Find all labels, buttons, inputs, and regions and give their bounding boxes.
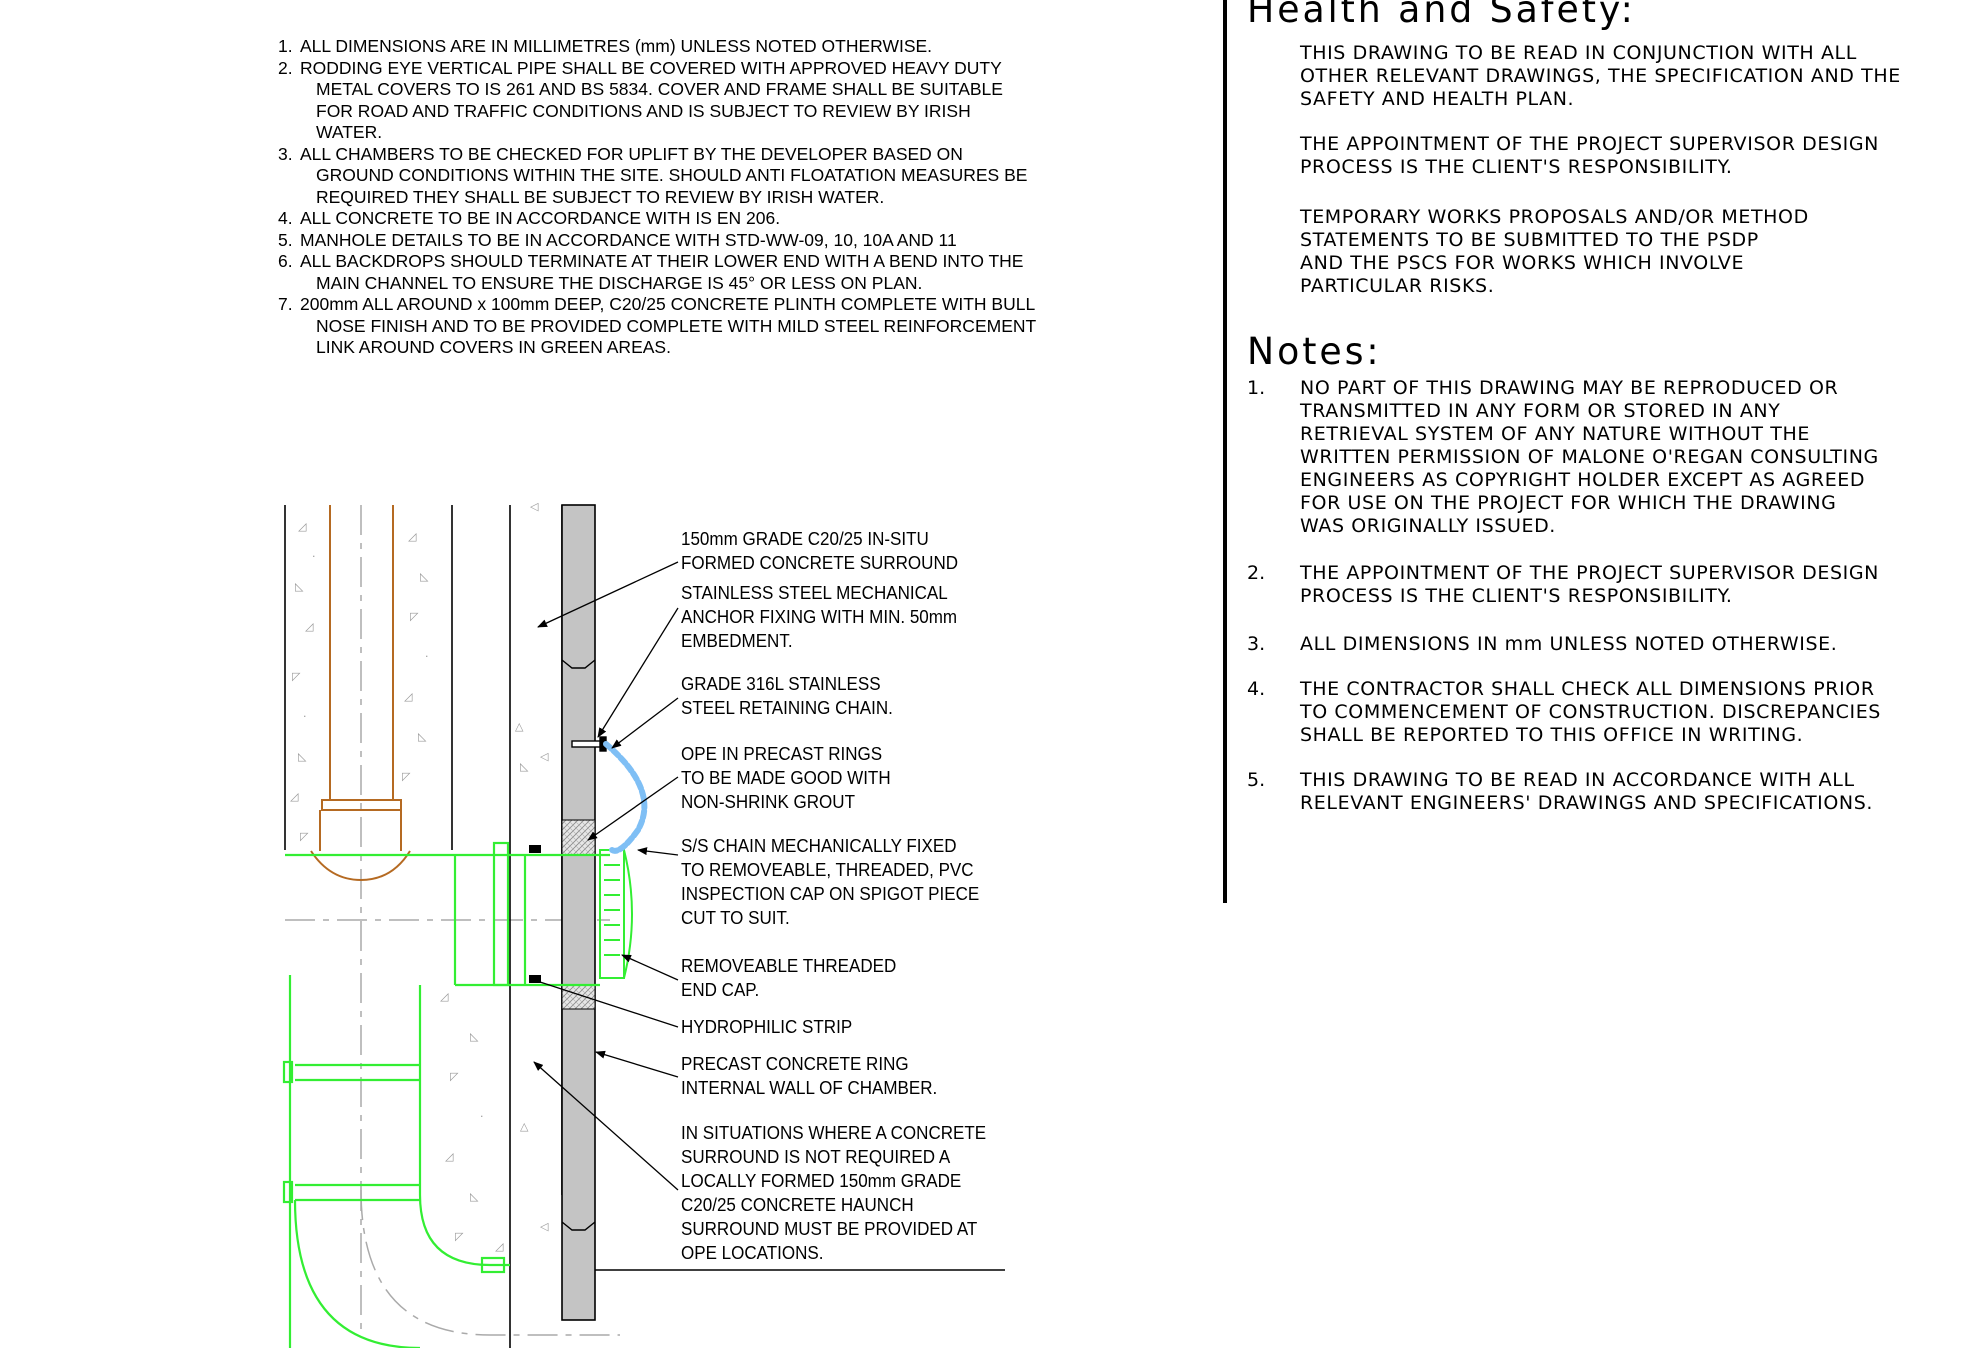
general-note-7: 7. 200mm ALL AROUND x 100mm DEEP, C20/25 … (278, 294, 1038, 359)
precast-ring-wall (561, 504, 596, 1321)
svg-text:◸: ◸ (455, 1230, 464, 1243)
panel-divider (1223, 0, 1227, 903)
svg-text:◸: ◸ (410, 610, 419, 623)
svg-text:◺: ◺ (470, 1190, 479, 1203)
note-number: 3. (1247, 633, 1266, 655)
svg-text:◺: ◺ (418, 730, 427, 743)
svg-text:△: △ (515, 720, 524, 733)
general-note-number: 5. (278, 229, 293, 250)
svg-text:◿: ◿ (408, 530, 417, 543)
spigot-pipework (282, 841, 610, 1348)
general-note-text: ALL CONCRETE TO BE IN ACCORDANCE WITH IS… (300, 208, 781, 228)
svg-text:◿: ◿ (404, 690, 413, 703)
callout-chain-fixed-cap: S/S CHAIN MECHANICALLY FIXED TO REMOVEAB… (681, 835, 980, 928)
general-note-number: 1. (278, 36, 293, 56)
general-note-3: 3. ALL CHAMBERS TO BE CHECKED FOR UPLIFT … (278, 144, 1038, 209)
callout-concrete-surround: 150mm GRADE C20/25 IN-SITU FORMED CONCRE… (681, 528, 959, 573)
note-text: THE CONTRACTOR SHALL CHECK ALL DIMENSION… (1300, 678, 1881, 746)
svg-text:◁: ◁ (540, 1220, 549, 1233)
note-number: 2. (1247, 562, 1266, 584)
retaining-chain (603, 741, 648, 854)
health-safety-para-1: THIS DRAWING TO BE READ IN CONJUNCTION W… (1300, 42, 1901, 110)
general-notes: 1. ALL DIMENSIONS ARE IN MILLIMETRES (mm)… (278, 36, 1038, 359)
general-note-5: 5. MANHOLE DETAILS TO BE IN ACCORDANCE WI… (278, 230, 1038, 252)
health-safety-heading: Health and Safety: (1247, 0, 1636, 31)
general-note-2: 2. RODDING EYE VERTICAL PIPE SHALL BE COV… (278, 58, 1038, 144)
svg-text:◺: ◺ (295, 580, 304, 593)
svg-text:◿: ◿ (440, 990, 449, 1003)
svg-text:◺: ◺ (470, 1030, 479, 1043)
general-note-text: 200mm ALL AROUND x 100mm DEEP, C20/25 CO… (300, 294, 1036, 357)
svg-text:◺: ◺ (298, 750, 307, 763)
note-number: 1. (1247, 377, 1266, 399)
general-note-text: RODDING EYE VERTICAL PIPE SHALL BE COVER… (300, 57, 1003, 143)
general-note-6: 6. ALL BACKDROPS SHOULD TERMINATE AT THEI… (278, 251, 1038, 294)
general-note-1: 1. ALL DIMENSIONS ARE IN MILLIMETRES (mm)… (278, 36, 1038, 58)
svg-text:◺: ◺ (520, 760, 529, 773)
svg-text:◿: ◿ (290, 790, 299, 803)
callout-haunch-surround: IN SITUATIONS WHERE A CONCRETE SURROUND … (681, 1122, 987, 1263)
health-safety-title: Health and Safety: (1247, 0, 1644, 31)
general-note-number: 3. (278, 143, 293, 164)
note-number: 4. (1247, 678, 1266, 700)
svg-text:◁: ◁ (530, 500, 539, 513)
threaded-end-cap (599, 849, 633, 979)
general-note-text: ALL DIMENSIONS ARE IN MILLIMETRES (mm) U… (300, 36, 933, 56)
notes-heading: Notes: (1247, 330, 1382, 373)
general-note-number: 6. (278, 251, 293, 271)
svg-text:◿: ◿ (495, 1240, 504, 1253)
general-note-text: ALL BACKDROPS SHOULD TERMINATE AT THEIR … (300, 251, 1024, 293)
svg-text:·: · (303, 710, 307, 723)
general-note-text: MANHOLE DETAILS TO BE IN ACCORDANCE WITH… (300, 229, 957, 250)
note-text: THIS DRAWING TO BE READ IN ACCORDANCE WI… (1300, 769, 1874, 814)
svg-text:◸: ◸ (450, 1070, 459, 1083)
svg-text:◸: ◸ (402, 770, 411, 783)
vertical-rodding-pipe (310, 505, 411, 882)
callout-end-cap: REMOVEABLE THREADED END CAP. (681, 955, 897, 1000)
svg-text:·: · (312, 550, 316, 563)
general-note-text: ALL CHAMBERS TO BE CHECKED FOR UPLIFT BY… (300, 143, 1028, 207)
svg-text:◿: ◿ (445, 1150, 454, 1163)
callout-retaining-chain: GRADE 316L STAINLESS STEEL RETAINING CHA… (681, 673, 893, 718)
note-text: THE APPOINTMENT OF THE PROJECT SUPERVISO… (1300, 562, 1879, 607)
svg-text:△: △ (520, 1120, 529, 1133)
svg-text:◸: ◸ (292, 670, 301, 683)
svg-text:◺: ◺ (420, 570, 429, 583)
svg-text:◿: ◿ (305, 620, 314, 633)
hydrophilic-strip-bottom (529, 975, 541, 983)
hydrophilic-strip-top (529, 845, 541, 853)
general-note-number: 7. (278, 294, 293, 314)
health-safety-para-2: THE APPOINTMENT OF THE PROJECT SUPERVISO… (1300, 133, 1879, 178)
callout-anchor-fixing: STAINLESS STEEL MECHANICAL ANCHOR FIXING… (681, 582, 958, 651)
notes-title: Notes: (1247, 330, 1384, 373)
svg-text:·: · (425, 650, 429, 663)
general-note-number: 4. (278, 208, 293, 228)
leader-lines (533, 561, 679, 1191)
note-text: NO PART OF THIS DRAWING MAY BE REPRODUCE… (1300, 377, 1879, 537)
svg-text:◁: ◁ (540, 750, 549, 763)
general-note-number: 2. (278, 57, 293, 78)
note-text: ALL DIMENSIONS IN mm UNLESS NOTED OTHERW… (1300, 633, 1838, 655)
general-note-4: 4. ALL CONCRETE TO BE IN ACCORDANCE WITH … (278, 208, 1038, 230)
svg-text:◸: ◸ (300, 830, 309, 843)
health-safety-para-3: TEMPORARY WORKS PROPOSALS AND/OR METHOD … (1300, 206, 1809, 297)
centre-lines (285, 505, 620, 1336)
svg-text:·: · (480, 1110, 484, 1123)
callout-ope-grout: OPE IN PRECAST RINGS TO BE MADE GOOD WIT… (681, 743, 891, 812)
callout-precast-ring: PRECAST CONCRETE RING INTERNAL WALL OF C… (681, 1053, 938, 1098)
svg-text:◿: ◿ (298, 520, 307, 533)
callout-hydrophilic-strip: HYDROPHILIC STRIP (681, 1016, 853, 1037)
concrete-surround-stipple: ◿ · ◺ ◿ ◸ · ◺ ◿ ◸ ◿ ◺ ◸ · ◿ ◺ ◸ ◁ △ ◁ ◺ ◿ ◺ ◸ · ◿ ◺ ◸ ◿ △ ◁ (290, 500, 549, 1253)
note-number: 5. (1247, 769, 1266, 791)
